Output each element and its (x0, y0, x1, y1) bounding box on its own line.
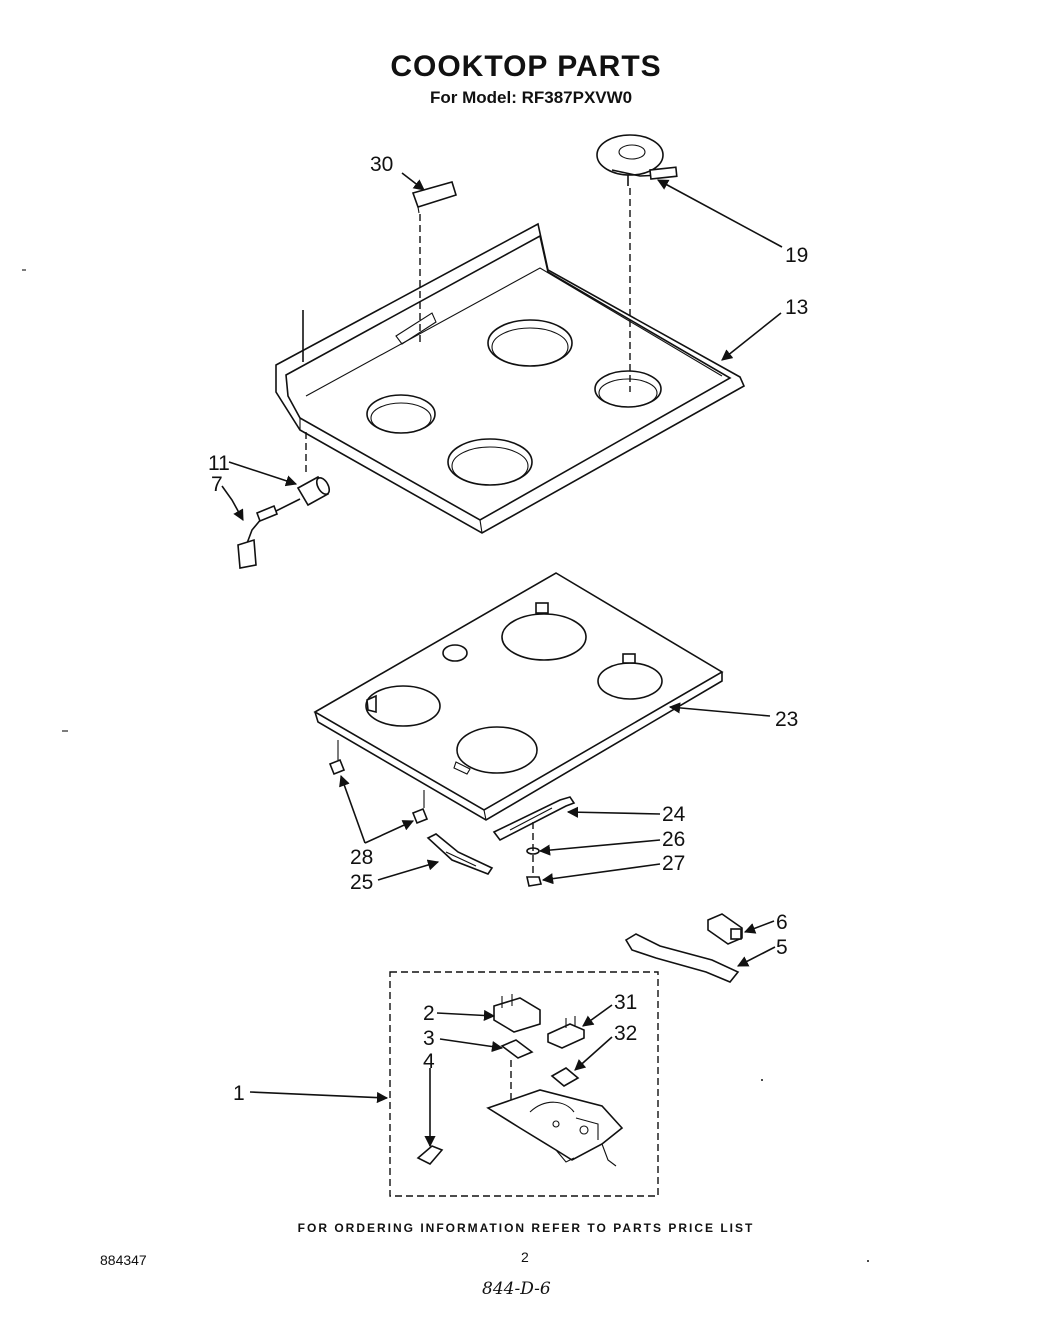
document-number: 884347 (100, 1252, 147, 1268)
callout-3: 3 (423, 1027, 435, 1050)
model-subtitle: For Model: RF387PXVW0 (430, 88, 633, 107)
switch-mounting-bracket (486, 1089, 624, 1167)
part-25-bracket (426, 833, 494, 875)
part-19-surface-element (596, 134, 678, 186)
callout-30: 30 (370, 153, 393, 176)
callout-28: 28 (350, 846, 373, 869)
part-5-strap (624, 933, 740, 983)
callout-24: 24 (662, 803, 686, 826)
callout-25: 25 (350, 871, 373, 894)
handwritten-note: 844-D-6 (482, 1279, 551, 1299)
part-30-nameplate (411, 181, 457, 214)
part-23-burner-box (313, 572, 724, 821)
part-24-bracket (492, 796, 576, 842)
callout-23: 23 (775, 708, 798, 731)
callout-27: 27 (662, 852, 685, 875)
page-title: COOKTOP PARTS (390, 50, 662, 83)
part-3-insulator (500, 1039, 534, 1059)
callout-19: 19 (785, 244, 808, 267)
part-11-connector (296, 475, 331, 507)
part-6-clip (707, 913, 743, 945)
callout-labels: 30 19 13 11 7 23 24 26 27 28 25 6 5 2 31… (208, 153, 808, 1105)
page-number: 2 (521, 1249, 529, 1265)
part-13-cooktop-top (275, 222, 746, 534)
callout-7: 7 (211, 473, 223, 496)
callout-2: 2 (423, 1002, 435, 1025)
callout-1: 1 (233, 1082, 245, 1105)
part-1-kit-boundary (389, 971, 659, 1197)
callout-4: 4 (423, 1050, 435, 1073)
leader-lines (221, 172, 783, 1148)
part-27-nut (526, 876, 543, 887)
part-7-wire-terminal (237, 498, 301, 569)
callout-32: 32 (614, 1022, 637, 1045)
ordering-note: FOR ORDERING INFORMATION REFER TO PARTS … (297, 1221, 755, 1235)
part-4-label (416, 1145, 444, 1165)
callout-5: 5 (776, 936, 788, 959)
part-32-insulator (550, 1067, 580, 1087)
part-31-switch (547, 1016, 585, 1049)
scan-marks (22, 269, 869, 1262)
part-2-switch (493, 994, 541, 1033)
callout-6: 6 (776, 911, 788, 934)
callout-26: 26 (662, 828, 685, 851)
callout-13: 13 (785, 296, 808, 319)
callout-11: 11 (208, 452, 230, 475)
part-28-clips (328, 740, 429, 825)
callout-31: 31 (614, 991, 637, 1014)
